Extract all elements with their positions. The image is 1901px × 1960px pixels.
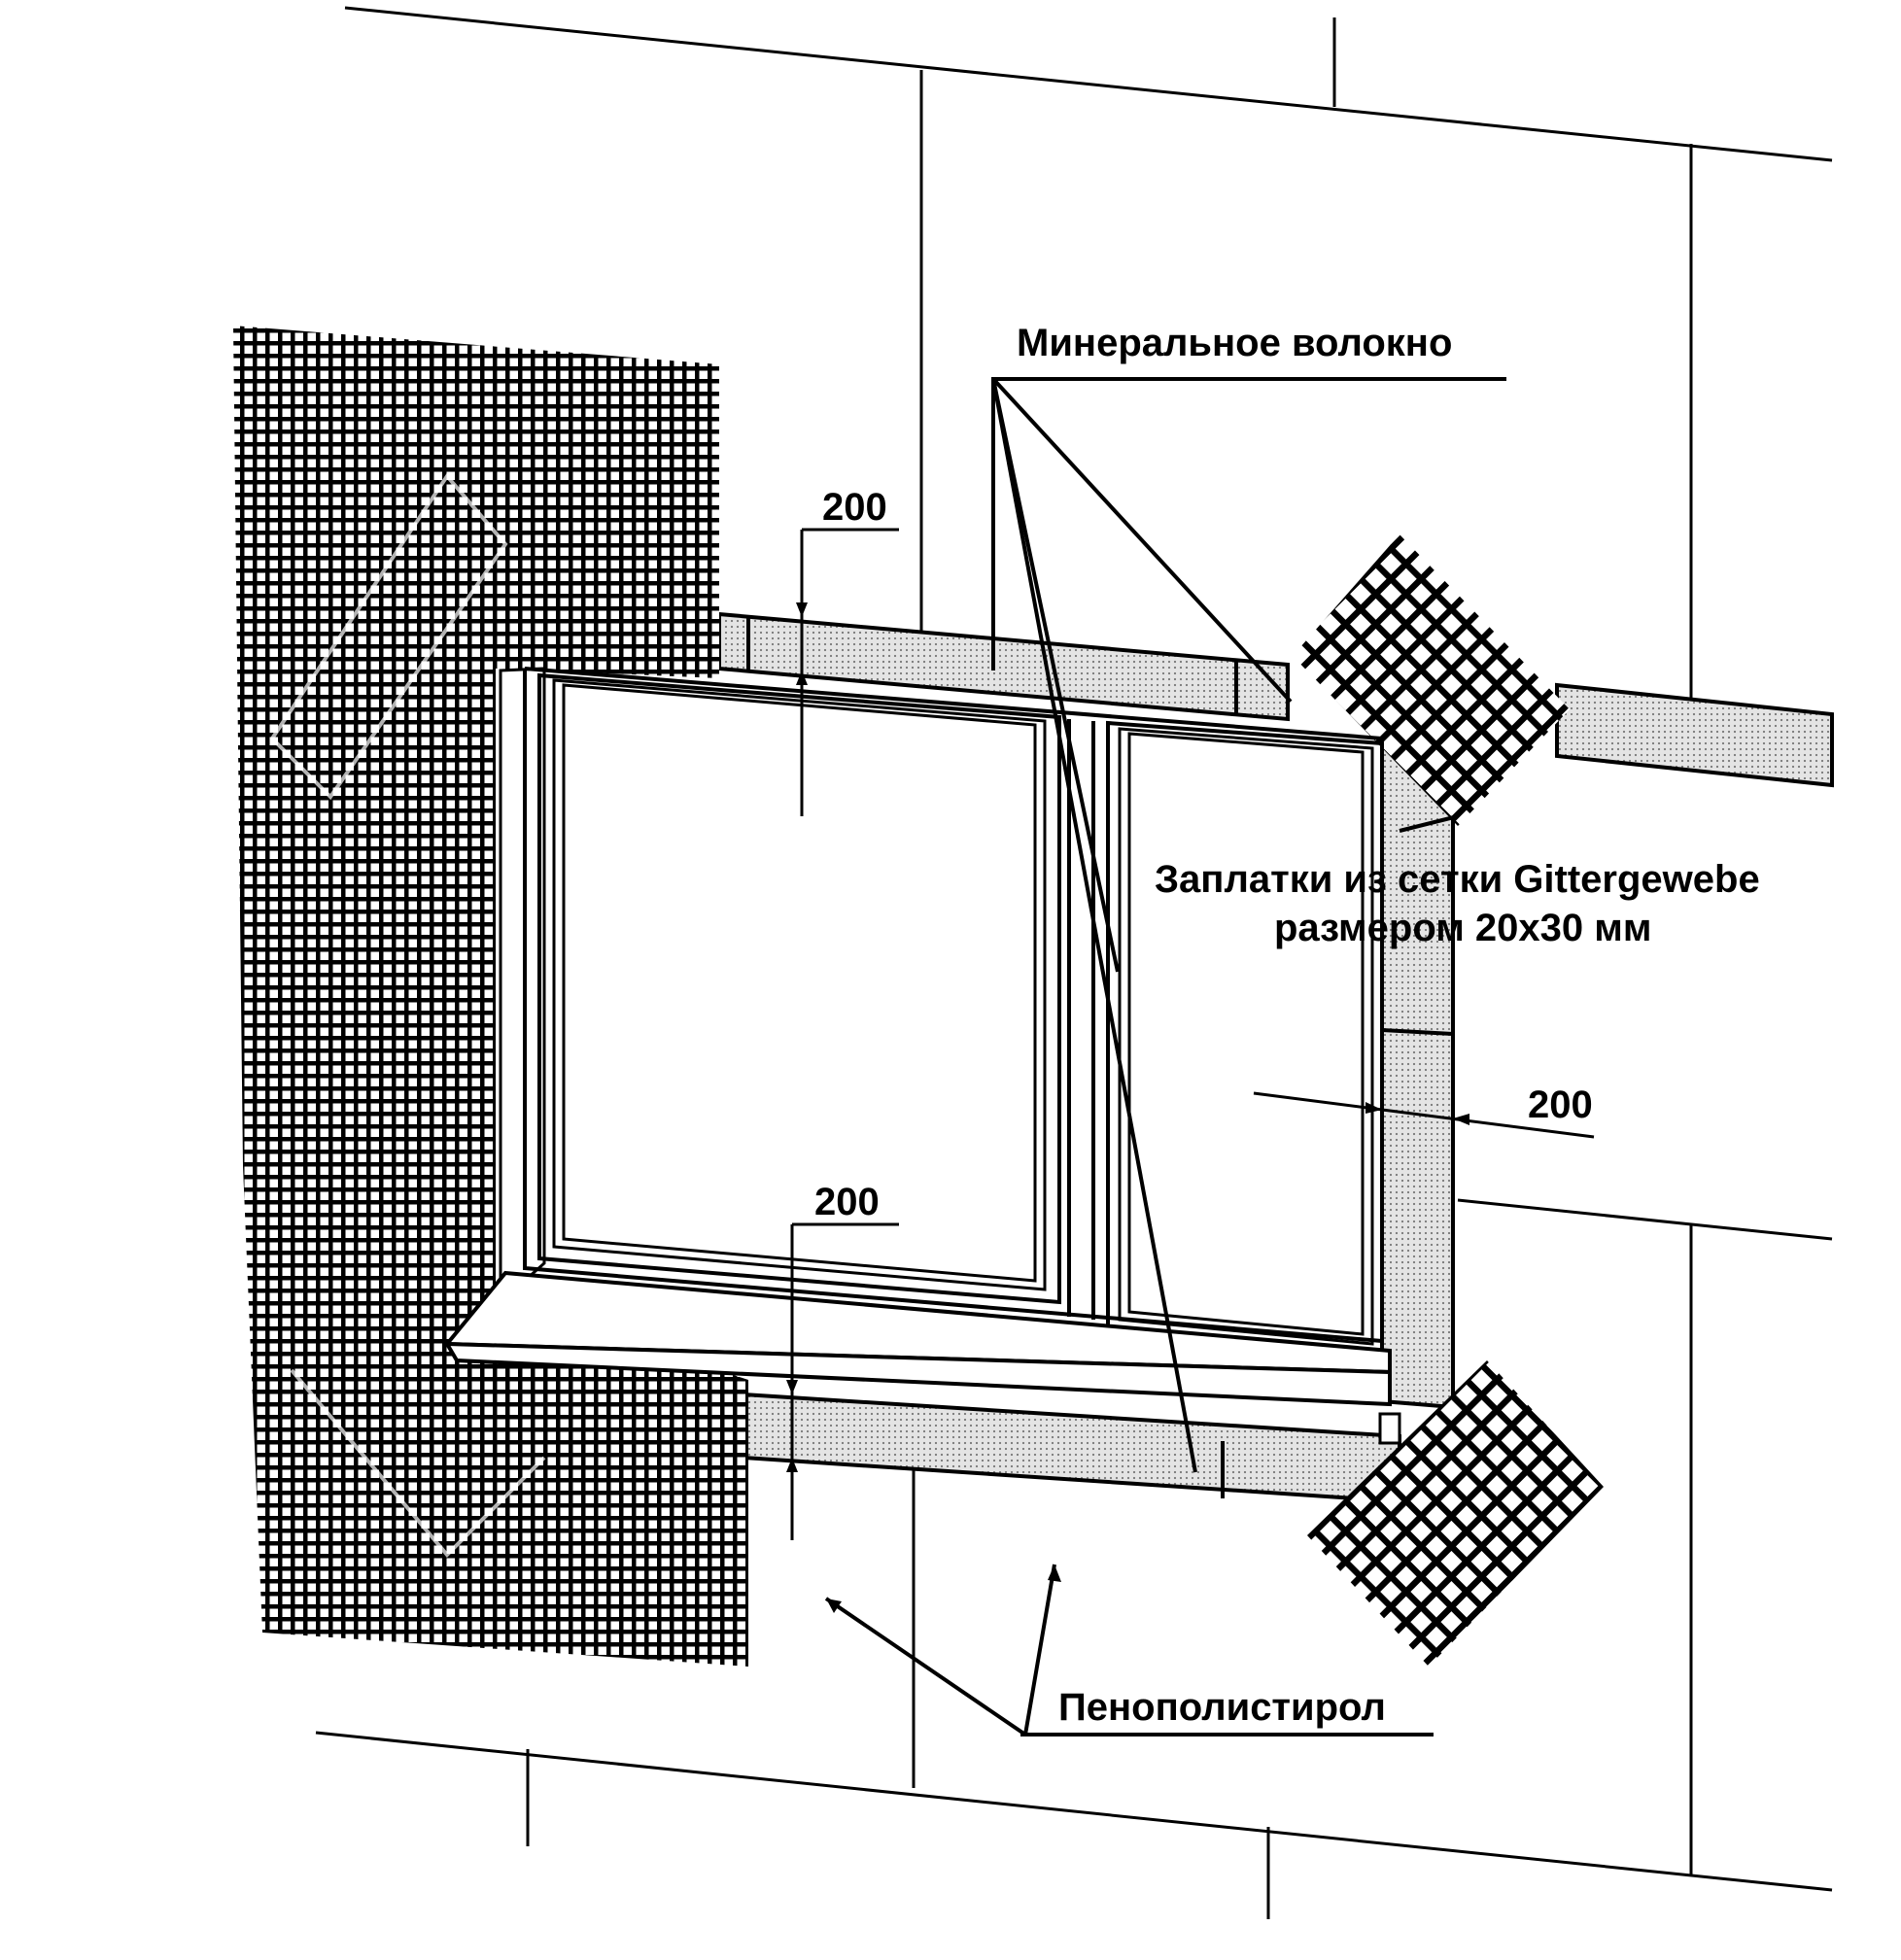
window-sill xyxy=(442,1270,1401,1445)
label-mineral-fiber: Минеральное волокно xyxy=(1017,322,1452,364)
mesh-patches xyxy=(1293,534,1604,1667)
mineral-strip-bottom xyxy=(742,1392,1401,1504)
label-mesh-patches-line2: размером 20х30 мм xyxy=(1274,907,1651,949)
mesh-patch-top xyxy=(1293,534,1570,826)
dimension-lines xyxy=(786,528,1595,1540)
mesh-sheet-left xyxy=(233,326,748,1667)
label-mesh-patches-line1: Заплатки из сетки Gittergewebe xyxy=(1155,858,1760,901)
label-polystyrene: Пенополистирол xyxy=(1058,1686,1386,1729)
dimension-top: 200 xyxy=(822,486,887,529)
reinforcing-mesh xyxy=(233,326,748,1667)
mineral-strip-side xyxy=(1380,736,1455,1410)
board-joints xyxy=(315,6,1833,1919)
window-frame xyxy=(523,667,1384,1358)
mineral-strip-right xyxy=(1555,682,1834,788)
dimension-right: 200 xyxy=(1528,1083,1593,1126)
leader-lines xyxy=(824,377,1506,1736)
mineral-strip-top xyxy=(717,611,1290,722)
dimension-bottom: 200 xyxy=(814,1181,880,1223)
mesh-patch-bottom xyxy=(1307,1360,1604,1667)
